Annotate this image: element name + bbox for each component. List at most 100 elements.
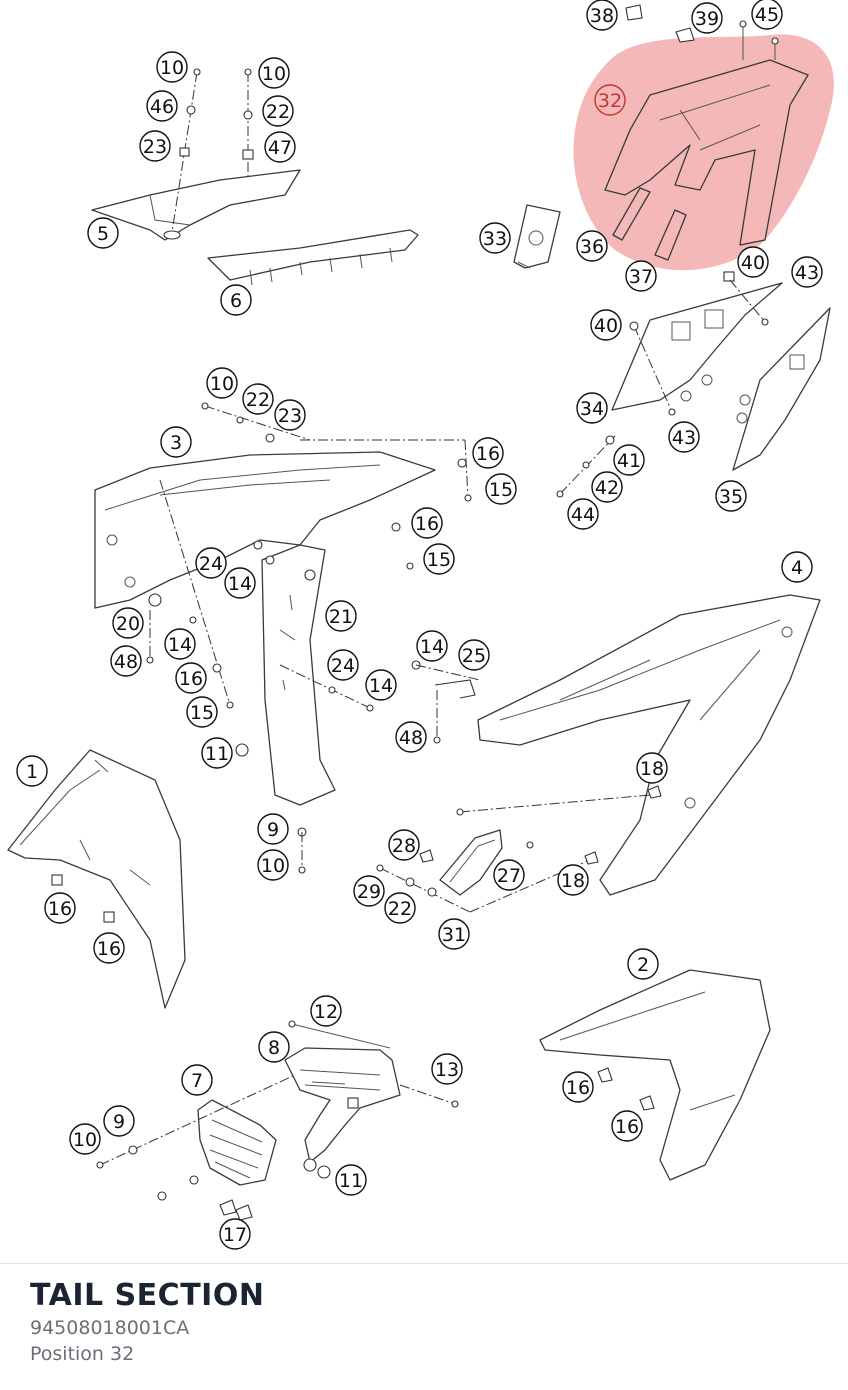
- part-7-grille[interactable]: [197, 1099, 277, 1186]
- callout-11[interactable]: 11: [335, 1164, 367, 1196]
- callout-16[interactable]: 16: [562, 1071, 594, 1103]
- part-32-tail-cowl[interactable]: [604, 59, 809, 261]
- callout-21[interactable]: 21: [325, 600, 357, 632]
- callout-circle: [791, 256, 823, 288]
- callout-1[interactable]: 1: [16, 755, 48, 787]
- callout-28[interactable]: 28: [388, 829, 420, 861]
- callout-6[interactable]: 6: [220, 284, 252, 316]
- callout-45[interactable]: 45: [751, 0, 783, 30]
- part-38-grommet[interactable]: [625, 4, 643, 21]
- part-39-grommet[interactable]: [675, 27, 695, 43]
- callout-3[interactable]: 3: [160, 426, 192, 458]
- callout-25[interactable]: 25: [458, 639, 490, 671]
- callout-15[interactable]: 15: [423, 543, 455, 575]
- callout-16[interactable]: 16: [175, 662, 207, 694]
- callout-41[interactable]: 41: [613, 444, 645, 476]
- callout-39[interactable]: 39: [691, 2, 723, 34]
- callout-20[interactable]: 20: [112, 607, 144, 639]
- callout-22[interactable]: 22: [262, 95, 294, 127]
- callout-10[interactable]: 10: [156, 51, 188, 83]
- callout-11[interactable]: 11: [201, 737, 233, 769]
- part-8-carrier-frame[interactable]: [284, 1047, 401, 1163]
- callout-4[interactable]: 4: [781, 551, 813, 583]
- callout-14[interactable]: 14: [164, 628, 196, 660]
- callout-9[interactable]: 9: [257, 813, 289, 845]
- callout-22[interactable]: 22: [242, 383, 274, 415]
- callout-12[interactable]: 12: [310, 995, 342, 1027]
- callout-8[interactable]: 8: [258, 1031, 290, 1063]
- callout-circle: [737, 246, 769, 278]
- part-35-side-panel[interactable]: [732, 307, 831, 471]
- part-3-hardware[interactable]: [146, 402, 472, 874]
- part-4-main-side-cover[interactable]: [477, 594, 821, 896]
- callout-14[interactable]: 14: [224, 567, 256, 599]
- callout-24[interactable]: 24: [327, 649, 359, 681]
- callout-16[interactable]: 16: [472, 437, 504, 469]
- part-3-lower-panel[interactable]: [261, 544, 336, 806]
- callout-37[interactable]: 37: [625, 260, 657, 292]
- part-2-rear-panel[interactable]: [539, 969, 771, 1181]
- callout-22[interactable]: 22: [384, 892, 416, 924]
- callout-5[interactable]: 5: [87, 217, 119, 249]
- callout-43[interactable]: 43: [791, 256, 823, 288]
- callout-33[interactable]: 33: [479, 222, 511, 254]
- callout-48[interactable]: 48: [395, 721, 427, 753]
- callout-circle: [479, 222, 511, 254]
- hardware-28-29-22-31-18[interactable]: [376, 785, 662, 913]
- callout-40[interactable]: 40: [737, 246, 769, 278]
- callout-23[interactable]: 23: [139, 130, 171, 162]
- callout-29[interactable]: 29: [353, 875, 385, 907]
- part-5-trim[interactable]: [91, 169, 301, 241]
- callout-16[interactable]: 16: [93, 932, 125, 964]
- callout-24[interactable]: 24: [195, 547, 227, 579]
- callout-10[interactable]: 10: [69, 1123, 101, 1155]
- callout-32[interactable]: 32: [594, 84, 626, 116]
- callout-16[interactable]: 16: [611, 1110, 643, 1142]
- callout-15[interactable]: 15: [485, 473, 517, 505]
- callout-15[interactable]: 15: [186, 696, 218, 728]
- callout-13[interactable]: 13: [431, 1053, 463, 1085]
- hardware-10-46-23-and-10-22-47[interactable]: [171, 68, 254, 233]
- part-45-screws[interactable]: [739, 20, 779, 60]
- hardware-9-10-12-13-11-17[interactable]: [96, 1020, 459, 1221]
- callout-2[interactable]: 2: [627, 948, 659, 980]
- callout-number: 8: [268, 1037, 280, 1059]
- part-27-bracket[interactable]: [439, 829, 503, 896]
- hardware-40-43-41-42-44[interactable]: [556, 271, 769, 498]
- callout-circle: [567, 498, 599, 530]
- callout-14[interactable]: 14: [416, 630, 448, 662]
- callout-10[interactable]: 10: [206, 367, 238, 399]
- callout-36[interactable]: 36: [576, 230, 608, 262]
- part-1-front-panel[interactable]: [7, 749, 186, 1009]
- callout-16[interactable]: 16: [44, 892, 76, 924]
- callout-46[interactable]: 46: [146, 90, 178, 122]
- callout-17[interactable]: 17: [219, 1218, 251, 1250]
- callout-10[interactable]: 10: [257, 849, 289, 881]
- callout-43[interactable]: 43: [668, 421, 700, 453]
- callout-circle: [411, 507, 443, 539]
- callout-10[interactable]: 10: [258, 57, 290, 89]
- callout-27[interactable]: 27: [493, 859, 525, 891]
- hardware-14-25-48[interactable]: [411, 660, 481, 744]
- callout-23[interactable]: 23: [274, 399, 306, 431]
- callout-34[interactable]: 34: [576, 392, 608, 424]
- callout-35[interactable]: 35: [715, 480, 747, 512]
- callout-44[interactable]: 44: [567, 498, 599, 530]
- callout-31[interactable]: 31: [438, 918, 470, 950]
- callout-48[interactable]: 48: [110, 645, 142, 677]
- callout-18[interactable]: 18: [636, 752, 668, 784]
- callout-14[interactable]: 14: [365, 669, 397, 701]
- callout-18[interactable]: 18: [557, 864, 589, 896]
- callout-16[interactable]: 16: [411, 507, 443, 539]
- callout-40[interactable]: 40: [590, 309, 622, 341]
- callout-42[interactable]: 42: [591, 471, 623, 503]
- callout-number: 47: [268, 137, 292, 159]
- callout-47[interactable]: 47: [264, 131, 296, 163]
- callout-number: 39: [695, 8, 719, 30]
- callout-38[interactable]: 38: [586, 0, 618, 31]
- part-33-bracket[interactable]: [513, 204, 561, 269]
- part-6-trim[interactable]: [207, 229, 419, 286]
- part-3-side-cover[interactable]: [94, 451, 436, 609]
- callout-9[interactable]: 9: [103, 1105, 135, 1137]
- callout-7[interactable]: 7: [181, 1064, 213, 1096]
